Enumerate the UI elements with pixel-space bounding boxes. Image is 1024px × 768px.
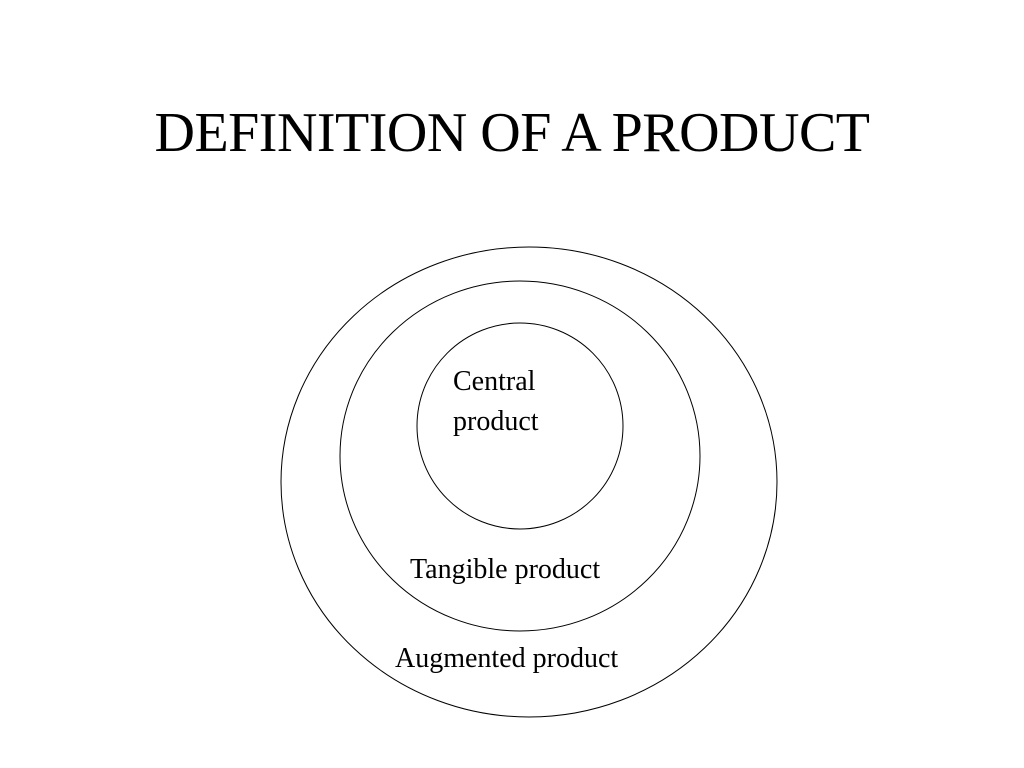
tangible-product-label: Tangible product: [410, 554, 601, 585]
slide-title: DEFINITION OF A PRODUCT: [154, 102, 871, 164]
central-product-label: Central product: [453, 362, 573, 442]
tangible-product-ring: [339, 280, 701, 632]
central-product-label-line1: Central: [453, 366, 536, 397]
augmented-product-label: Augmented product: [395, 643, 619, 674]
central-product-label-line2: product: [453, 406, 539, 437]
augmented-product-ring: [280, 246, 778, 718]
central-product-ring: [416, 322, 624, 530]
